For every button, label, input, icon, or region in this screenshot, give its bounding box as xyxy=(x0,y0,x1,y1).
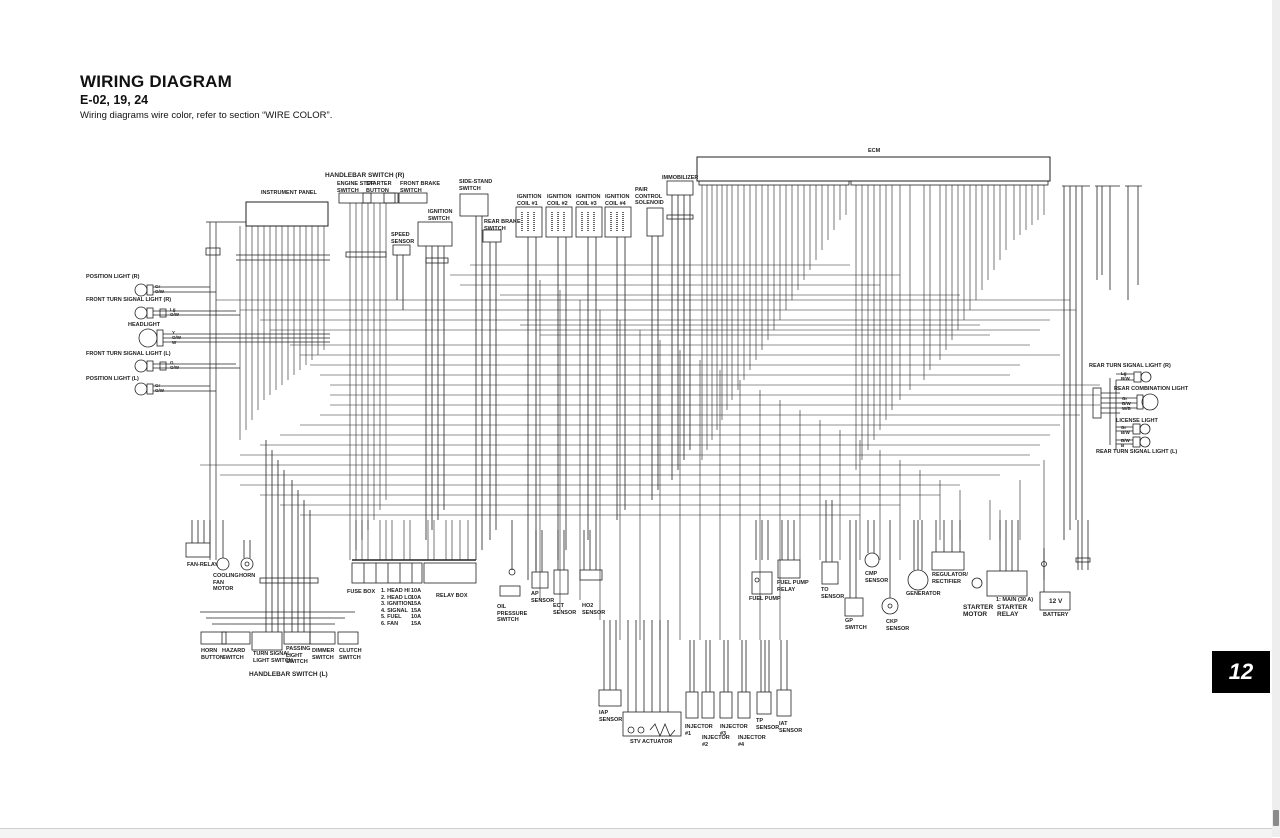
label-side-stand-switch: SIDE-STAND SWITCH xyxy=(459,179,493,192)
label-fuel-pump: FUEL PUMP xyxy=(749,596,781,602)
wire-label-front-turn-r: Lg O/W xyxy=(170,307,179,317)
wire-label-position-l: Gr O/W xyxy=(155,383,164,393)
label-ignition-coil-2: IGNITION COIL #2 xyxy=(547,194,572,207)
page-note: Wiring diagrams wire color, refer to sec… xyxy=(80,110,333,121)
label-horn: HORN xyxy=(239,573,256,579)
label-rear-combination-light: REAR COMBINATION LIGHT xyxy=(1114,386,1189,392)
wire-label-position-r: Gr O/W xyxy=(155,284,164,294)
label-ho2-sensor: HO2 SENSOR xyxy=(582,603,606,616)
label-front-brake-switch: FRONT BRAKE SWITCH xyxy=(400,181,441,194)
label-ckp-sensor: CKP SENSOR xyxy=(886,619,910,632)
label-tp-sensor: TP SENSOR xyxy=(756,718,780,731)
label-hazard-switch: HAZARD SWITCH xyxy=(222,648,246,661)
wire-label-front-turn-l: G O/W xyxy=(170,360,179,370)
label-front-turn-signal-l: FRONT TURN SIGNAL LIGHT (L) xyxy=(86,351,171,357)
label-ap-sensor: AP SENSOR xyxy=(531,591,555,604)
label-oil-pressure-switch: OIL PRESSURE SWITCH xyxy=(497,604,528,623)
viewer-bottom-edge xyxy=(0,828,1272,838)
label-injector-2: INJECTOR #2 xyxy=(702,735,730,748)
label-injector-3: INJECTOR #3 xyxy=(720,724,748,737)
label-main-fuse: 1: MAIN (30 A) xyxy=(996,597,1034,603)
page-subtitle: E-02, 19, 24 xyxy=(80,93,149,107)
label-starter-motor: STARTER MOTOR xyxy=(963,604,994,618)
label-passing-light-switch: PASSING LIGHT SWITCH xyxy=(286,646,311,665)
label-ect-sensor: ECT SENSOR xyxy=(553,603,577,616)
label-injector-1: INJECTOR #1 xyxy=(685,724,713,737)
page-title: WIRING DIAGRAM xyxy=(80,72,233,91)
label-relay-box: RELAY BOX xyxy=(436,593,468,599)
label-regulator-rectifier: REGULATOR/ RECTIFIER xyxy=(932,572,968,585)
label-ignition-coil-4: IGNITION COIL #4 xyxy=(605,194,630,207)
wire-label-license: Gr B/W xyxy=(1121,425,1130,435)
label-generator: GENERATOR xyxy=(906,591,941,597)
label-injector-4: INJECTOR #4 xyxy=(738,735,766,748)
label-position-light-r: POSITION LIGHT (R) xyxy=(86,274,140,280)
label-immobilizer: IMMOBILIZER xyxy=(662,175,699,181)
label-battery: BATTERY xyxy=(1043,612,1069,618)
label-fan-relay: FAN-RELAY xyxy=(187,562,218,568)
label-fuse-box: FUSE BOX xyxy=(347,589,376,595)
label-iat-sensor: IAT SENSOR xyxy=(779,721,803,734)
label-ignition-coil-1: IGNITION COIL #1 xyxy=(517,194,542,207)
label-license-light: LICENSE LIGHT xyxy=(1116,418,1158,424)
label-ecm: ECM xyxy=(868,148,881,154)
label-front-turn-signal-r: FRONT TURN SIGNAL LIGHT (R) xyxy=(86,297,172,303)
label-ignition-switch: IGNITION SWITCH xyxy=(428,209,453,222)
label-iap-sensor: IAP SENSOR xyxy=(599,710,623,723)
label-handlebar-switch-r: HANDLEBAR SWITCH (R) xyxy=(325,172,405,179)
section-page-tab: 12 xyxy=(1212,651,1270,693)
label-rear-brake-switch: REAR BRAKE SWITCH xyxy=(484,219,521,232)
label-stv-actuator: STV ACTUATOR xyxy=(630,739,673,745)
label-rear-turn-signal-l: REAR TURN SIGNAL LIGHT (L) xyxy=(1096,449,1178,455)
label-speed-sensor: SPEED SENSOR xyxy=(391,232,415,245)
label-rear-turn-signal-r: REAR TURN SIGNAL LIGHT (R) xyxy=(1089,363,1171,369)
label-handlebar-switch-l: HANDLEBAR SWITCH (L) xyxy=(249,671,328,678)
label-engine-stop-switch: ENGINE STOP SWITCH xyxy=(337,181,375,194)
label-starter-button: STARTER BUTTON xyxy=(366,181,392,194)
scrollbar-thumb[interactable] xyxy=(1273,810,1279,826)
label-fuel-pump-relay: FUEL PUMP RELAY xyxy=(777,580,809,593)
label-battery-voltage: 12 V xyxy=(1049,598,1063,605)
label-to-sensor: TO SENSOR xyxy=(821,587,845,600)
label-clutch-switch: CLUTCH SWITCH xyxy=(339,648,362,661)
label-turn-signal-light-switch: TURN SIGNAL LIGHT SWITCH xyxy=(253,651,293,664)
label-pair-control-solenoid: PAIR CONTROL SOLENOID xyxy=(635,187,664,206)
wire-label-headlight: Y O/W W xyxy=(172,330,181,345)
label-gp-switch: GP SWITCH xyxy=(845,618,867,631)
label-instrument-panel: INSTRUMENT PANEL xyxy=(261,190,317,196)
label-horn-button: HORN BUTTON xyxy=(201,648,224,661)
label-cmp-sensor: CMP SENSOR xyxy=(865,571,889,584)
label-cooling-fan-motor: COOLING FAN MOTOR xyxy=(213,573,239,592)
wire-label-rear-combination: Gr B/W W/B xyxy=(1122,396,1131,411)
wire-label-rear-turn-r: Lg B/W xyxy=(1121,371,1130,381)
label-starter-relay: STARTER RELAY xyxy=(997,604,1028,618)
label-position-light-l: POSITION LIGHT (L) xyxy=(86,376,139,382)
vertical-scrollbar[interactable] xyxy=(1272,0,1280,837)
label-dimmer-switch: DIMMER SWITCH xyxy=(312,648,335,661)
label-ignition-coil-3: IGNITION COIL #3 xyxy=(576,194,601,207)
wire-label-rear-turn-l: B/W B xyxy=(1121,438,1130,448)
label-headlight: HEADLIGHT xyxy=(128,322,161,328)
